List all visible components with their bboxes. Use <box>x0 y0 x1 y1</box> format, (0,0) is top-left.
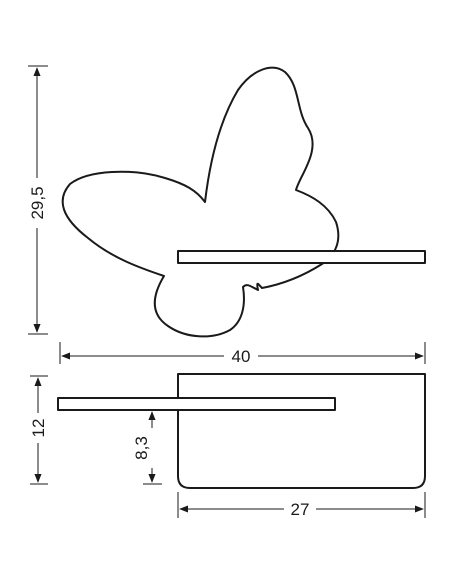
butterfly-outline <box>61 66 340 338</box>
front-width-label: 40 <box>232 347 251 366</box>
front-height-label: 29,5 <box>28 186 47 219</box>
front-shelf <box>177 250 426 264</box>
side-body <box>177 373 426 489</box>
side-shelf <box>57 397 336 411</box>
side-total-height-dimension: 12 <box>29 375 48 485</box>
front-height-dimension: 29,5 <box>28 65 48 335</box>
front-width-dimension: 40 <box>59 342 426 366</box>
side-shelf-height-label: 8,3 <box>132 436 151 460</box>
side-total-height-label: 12 <box>29 419 48 438</box>
side-depth-dimension: 27 <box>177 492 426 519</box>
side-depth-label: 27 <box>291 500 310 519</box>
side-shelf-height-dimension: 8,3 <box>132 411 162 485</box>
